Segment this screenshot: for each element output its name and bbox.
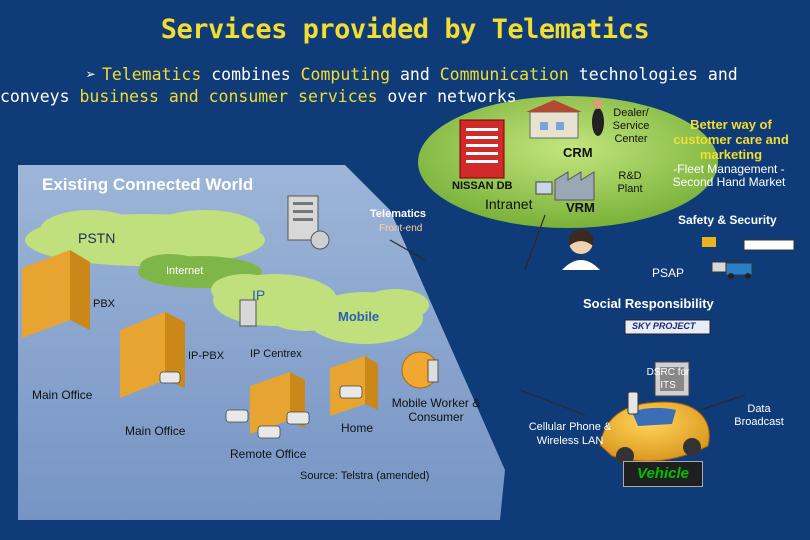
- factory-icon: [554, 171, 595, 201]
- fleet-label: -Fleet Management - Second Hand Market: [672, 162, 786, 189]
- dealer-label: Dealer/ Service Center: [612, 107, 650, 145]
- sky-project-logo: [624, 319, 711, 335]
- page-title: Services provided by Telematics: [160, 14, 650, 45]
- telematics-label: Telematics: [370, 208, 427, 220]
- ip-label: IP: [252, 287, 266, 303]
- front-end-label: Front-end: [379, 223, 423, 234]
- safety-label: Safety & Security: [678, 213, 777, 227]
- arrow-bullet-icon: ➢: [86, 65, 96, 84]
- mobile-cloud: [307, 289, 429, 344]
- existing-world-label: Existing Connected World: [42, 175, 254, 194]
- psap-label: PSAP: [652, 266, 685, 280]
- intranet-label: Intranet: [485, 196, 533, 212]
- sky-project-label: SKY PROJECT: [632, 321, 696, 331]
- vrm-label: VRM: [566, 200, 595, 215]
- satellite-dish-icon: [654, 361, 690, 397]
- mobile-worker-label: Mobile Worker & Consumer: [391, 396, 481, 424]
- cell-phone-icon: [627, 391, 639, 415]
- source-label: Source: Telstra (amended): [300, 470, 430, 482]
- pstn-label: PSTN: [78, 230, 116, 246]
- intro-bullet: ➢Telematics combines Computing and Commu…: [0, 65, 738, 106]
- phone-icons: [159, 371, 363, 439]
- vehicle-label: Vehicle: [623, 461, 703, 487]
- crm-label: CRM: [563, 145, 593, 160]
- social-label: Social Responsibility: [583, 296, 714, 311]
- main-office-label-2: Main Office: [125, 424, 186, 438]
- emergency-vehicles-icon: [702, 237, 795, 279]
- office-building-icon: [22, 250, 378, 434]
- globe-icon: [401, 351, 439, 389]
- pstn-cloud: [25, 210, 265, 266]
- dealer-building-icon: [526, 99, 604, 139]
- dsrc-label: DSRC for ITS: [646, 367, 690, 391]
- main-office-label-1: Main Office: [32, 388, 93, 402]
- ip-centrex-label: IP Centrex: [250, 348, 302, 360]
- better-way-label: Better way of customer care and marketin…: [673, 117, 789, 162]
- operator-icon: [562, 229, 600, 270]
- cellular-label: Cellular Phone & Wireless LAN: [528, 421, 612, 447]
- telematics-server-icon: [239, 195, 330, 327]
- connection-lines: [389, 214, 746, 416]
- remote-office-label: Remote Office: [230, 447, 307, 461]
- ip-pbx-label: IP-PBX: [188, 350, 225, 362]
- nissan-db-icon: [459, 119, 505, 179]
- mobile-label: Mobile: [338, 309, 380, 324]
- home-label: Home: [341, 421, 374, 435]
- data-broadcast-label: Data Broadcast: [734, 403, 784, 428]
- vehicle-car-icon: [599, 401, 710, 465]
- pbx-label: PBX: [93, 298, 116, 310]
- intranet-computer-icon: [535, 181, 553, 195]
- internet-label: Internet: [166, 265, 204, 277]
- nissan-db-label: NISSAN DB: [452, 180, 513, 192]
- rd-plant-label: R&D Plant: [617, 170, 643, 195]
